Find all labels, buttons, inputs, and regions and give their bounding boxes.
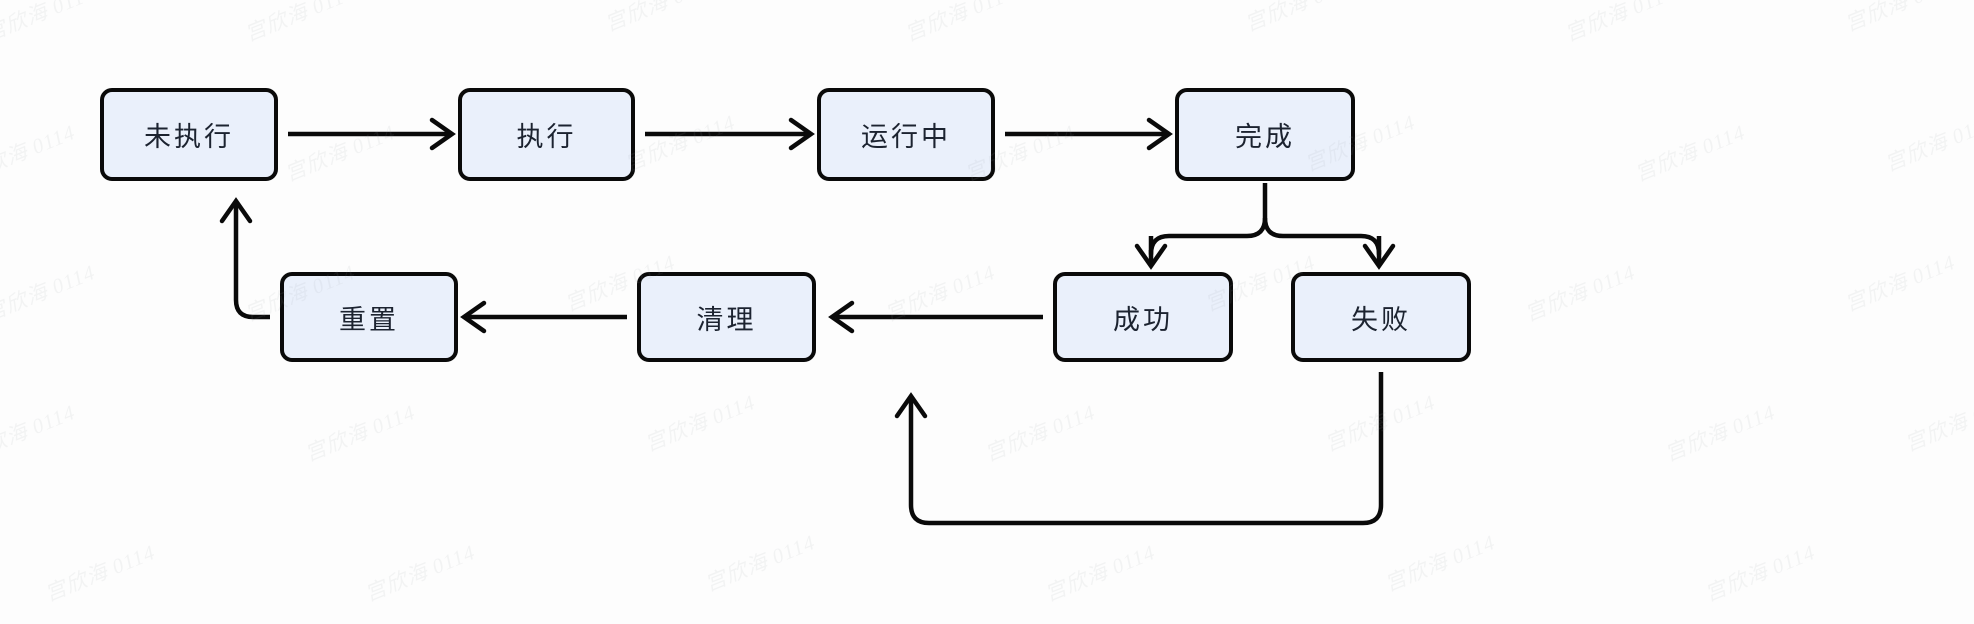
edge-success-to-cleanup [828,300,1043,334]
edge-failure-to-cleanup [894,372,1384,526]
edge-finished-fork-stem [1148,183,1382,257]
node-execute[interactable]: 执行 [458,88,635,181]
node-pending[interactable]: 未执行 [100,88,278,181]
node-running-label: 运行中 [861,122,951,152]
node-finished-label: 完成 [1235,122,1295,152]
node-cleanup-label: 清理 [696,304,757,335]
edge-running-to-finished [1005,117,1173,151]
edge-execute-to-running [645,117,815,151]
node-pending-label: 未执行 [144,122,234,152]
edge-cleanup-to-reset [460,300,627,334]
node-success-label: 成功 [1113,304,1173,335]
node-cleanup[interactable]: 清理 [637,272,816,362]
node-finished[interactable]: 完成 [1175,88,1355,181]
edge-pending-to-execute [288,117,456,151]
edge-reset-to-pending [219,197,270,320]
node-reset-label: 重置 [339,304,399,335]
node-failure[interactable]: 失败 [1291,272,1471,362]
node-running[interactable]: 运行中 [817,88,995,181]
edge-finished-to-success [1134,236,1168,270]
edge-finished-to-failure [1362,236,1396,270]
node-failure-label: 失败 [1351,304,1411,335]
node-execute-label: 执行 [516,122,577,152]
node-success[interactable]: 成功 [1053,272,1233,362]
node-reset[interactable]: 重置 [280,272,458,362]
